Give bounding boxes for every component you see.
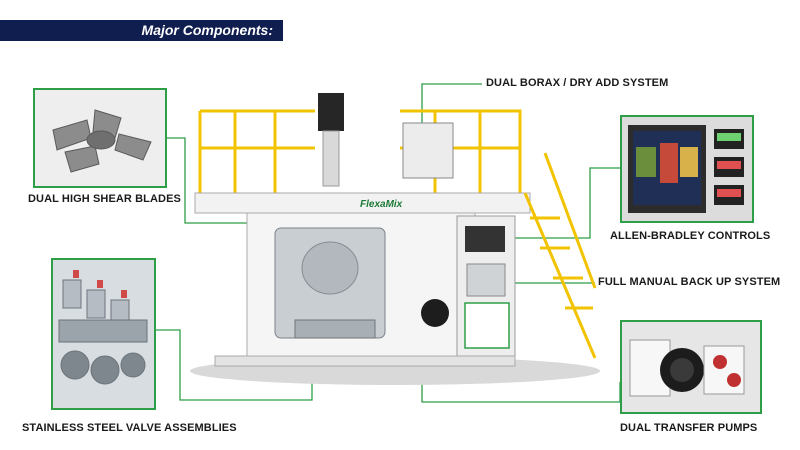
pumps-image xyxy=(622,322,760,412)
pumps-photo xyxy=(620,320,762,414)
tank-window xyxy=(301,241,359,295)
borax-hopper xyxy=(402,122,454,179)
manual-label: FULL MANUAL BACK UP SYSTEM xyxy=(598,276,781,288)
blades-label: DUAL HIGH SHEAR BLADES xyxy=(28,193,181,205)
flexamix-machine: FlexaMix xyxy=(190,93,600,385)
pumps-label: DUAL TRANSFER PUMPS xyxy=(620,422,758,434)
valves-label: STAINLESS STEEL VALVE ASSEMBLIES xyxy=(22,422,237,434)
top-railing xyxy=(198,109,522,193)
flexamix-panel-badge xyxy=(464,302,510,349)
valve-manifold xyxy=(294,319,376,339)
controls-connector xyxy=(510,167,620,239)
valves-photo xyxy=(51,258,156,410)
brand-logo: FlexaMix xyxy=(360,199,403,210)
controls-image xyxy=(622,117,752,221)
hmi-screen xyxy=(465,226,505,252)
page-title: Major Components: xyxy=(141,22,273,38)
stairs xyxy=(523,152,597,359)
controls-photo xyxy=(620,115,754,223)
controls-label: ALLEN-BRADLEY CONTROLS xyxy=(610,230,771,242)
valves-image xyxy=(53,260,154,408)
motor xyxy=(318,93,344,131)
blades-photo xyxy=(33,88,167,188)
borax-label: DUAL BORAX / DRY ADD SYSTEM xyxy=(486,77,669,89)
blades-image xyxy=(35,90,165,186)
manual-panel xyxy=(466,263,506,297)
base-skid xyxy=(214,355,516,367)
borax-connector xyxy=(421,83,482,130)
header-banner: Major Components: xyxy=(0,20,283,41)
transfer-pump xyxy=(421,299,449,327)
mixer-shaft xyxy=(322,130,340,187)
